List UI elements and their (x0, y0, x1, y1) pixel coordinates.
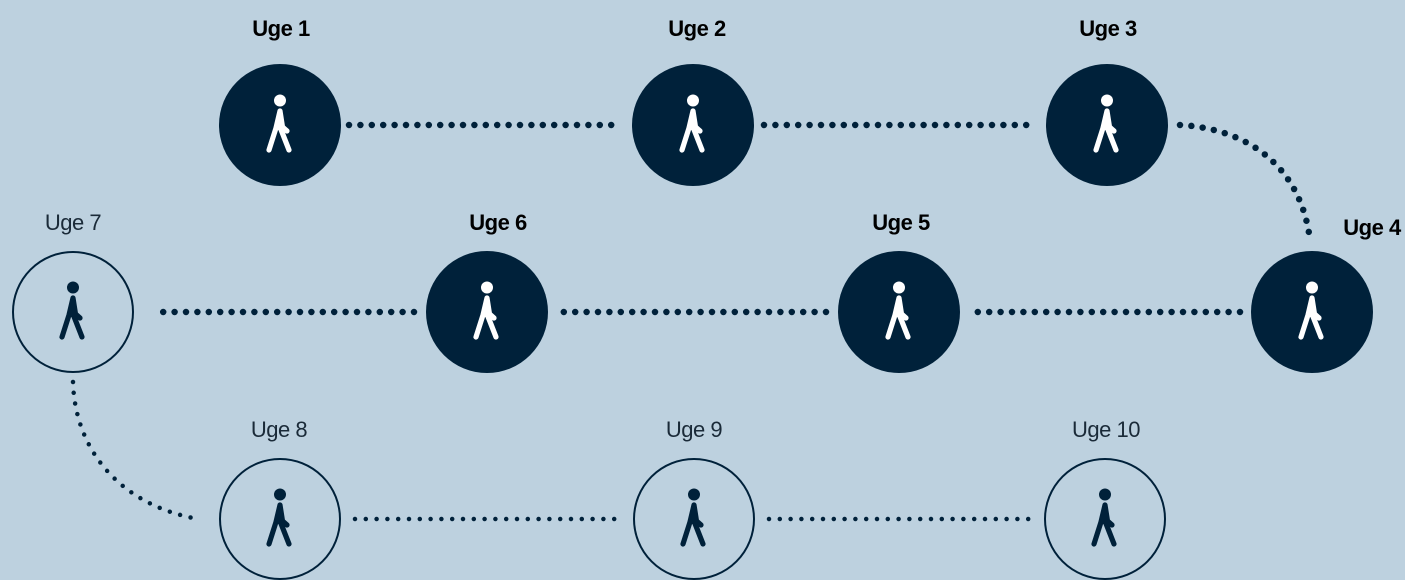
week-label-3: Uge 3 (1079, 16, 1137, 41)
week-node-9 (633, 458, 755, 580)
week-label-1: Uge 1 (252, 16, 310, 41)
walking-person-icon (59, 281, 85, 340)
week-node-5 (838, 251, 960, 373)
week-node-4 (1251, 251, 1373, 373)
week-label-2: Uge 2 (668, 16, 726, 41)
walking-person-icon (885, 281, 911, 340)
week-label-10: Uge 10 (1072, 417, 1140, 442)
walking-person-icon (266, 488, 292, 547)
week-label-6: Uge 6 (469, 210, 527, 235)
week-label-4: Uge 4 (1343, 215, 1401, 240)
week-label-7: Uge 7 (44, 210, 102, 235)
walking-person-icon (1091, 488, 1117, 547)
week-node-1 (219, 64, 341, 186)
walking-person-icon (1298, 281, 1324, 340)
week-node-10 (1044, 458, 1166, 580)
week-node-7 (12, 251, 134, 373)
walking-person-icon (680, 488, 706, 547)
week-node-2 (632, 64, 754, 186)
week-node-6 (426, 251, 548, 373)
week-node-8 (219, 458, 341, 580)
walking-person-icon (473, 281, 499, 340)
week-node-3 (1046, 64, 1168, 186)
walking-person-icon (679, 94, 705, 153)
week-label-5: Uge 5 (872, 210, 930, 235)
week-label-8: Uge 8 (250, 417, 308, 442)
walking-person-icon (1093, 94, 1119, 153)
week-label-9: Uge 9 (665, 417, 723, 442)
walking-person-icon (266, 94, 292, 153)
connector-3-4 (1176, 121, 1314, 244)
connector-7-8 (70, 379, 201, 522)
